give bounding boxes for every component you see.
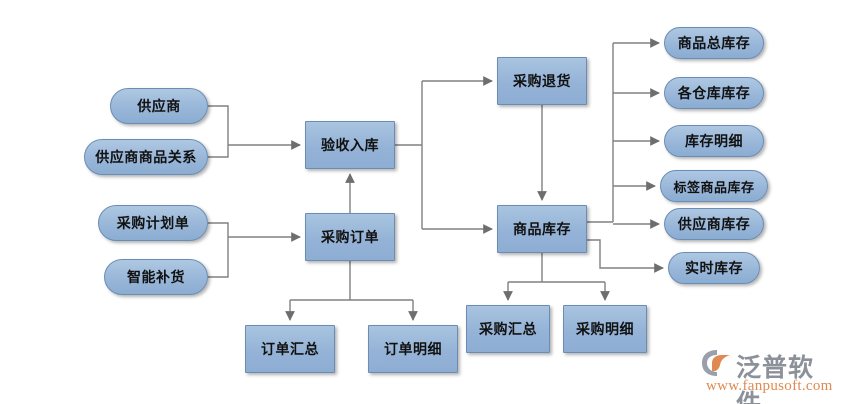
node-realtime-stock[interactable]: 实时库存 (668, 252, 760, 284)
node-label: 各仓库库存 (677, 85, 751, 101)
node-label: 实时库存 (685, 260, 743, 276)
node-receive-storage[interactable]: 验收入库 (305, 121, 395, 169)
node-purchase-total[interactable]: 采购汇总 (466, 305, 550, 353)
node-label: 验收入库 (321, 137, 379, 153)
node-purchase-plan[interactable]: 采购计划单 (98, 205, 208, 241)
node-supplier-goods-relation[interactable]: 供应商商品关系 (84, 139, 208, 175)
node-label: 采购订单 (321, 229, 379, 245)
edge-to-realtime-stock (587, 239, 664, 273)
node-goods-total-stock[interactable]: 商品总库存 (664, 27, 764, 59)
fanpusoft-logo-icon (702, 350, 730, 376)
watermark: 泛普软件 www.fanpusoft.com (700, 348, 836, 404)
node-supplier[interactable]: 供应商 (110, 88, 208, 124)
node-order-detail[interactable]: 订单明细 (368, 325, 458, 373)
node-purchase-return[interactable]: 采购退货 (497, 57, 587, 105)
node-smart-replenishment[interactable]: 智能补货 (104, 259, 208, 295)
node-label: 供应商 (137, 98, 181, 114)
node-stock-detail[interactable]: 库存明细 (664, 125, 764, 157)
edge-plan-trunk (208, 222, 229, 278)
node-label: 智能补货 (127, 269, 185, 285)
watermark-brand: 泛普软件 (736, 353, 815, 404)
node-label: 供应商库存 (677, 216, 751, 232)
node-label: 商品总库存 (677, 35, 751, 51)
node-tag-goods-stock[interactable]: 标签商品库存 (660, 170, 768, 202)
node-goods-stock[interactable]: 商品库存 (497, 205, 587, 253)
node-order-summary[interactable]: 订单汇总 (245, 325, 335, 373)
node-label: 采购明细 (576, 321, 634, 337)
node-label: 标签商品库存 (673, 179, 755, 195)
node-purchase-order[interactable]: 采购订单 (305, 213, 395, 261)
node-label: 订单明细 (384, 341, 442, 357)
node-label: 库存明细 (685, 133, 743, 149)
node-warehouse-stock[interactable]: 各仓库库存 (664, 77, 764, 109)
node-label: 采购汇总 (479, 321, 537, 337)
node-label: 供应商商品关系 (95, 149, 197, 165)
node-label: 订单汇总 (261, 341, 319, 357)
node-label: 采购退货 (513, 73, 571, 89)
watermark-url: www.fanpusoft.com (706, 378, 833, 394)
node-purchase-detail[interactable]: 采购明细 (563, 305, 647, 353)
edge-supplier-trunk (208, 105, 229, 158)
node-label: 采购计划单 (116, 215, 190, 231)
node-label: 商品库存 (513, 221, 571, 237)
node-supplier-stock[interactable]: 供应商库存 (664, 208, 764, 240)
